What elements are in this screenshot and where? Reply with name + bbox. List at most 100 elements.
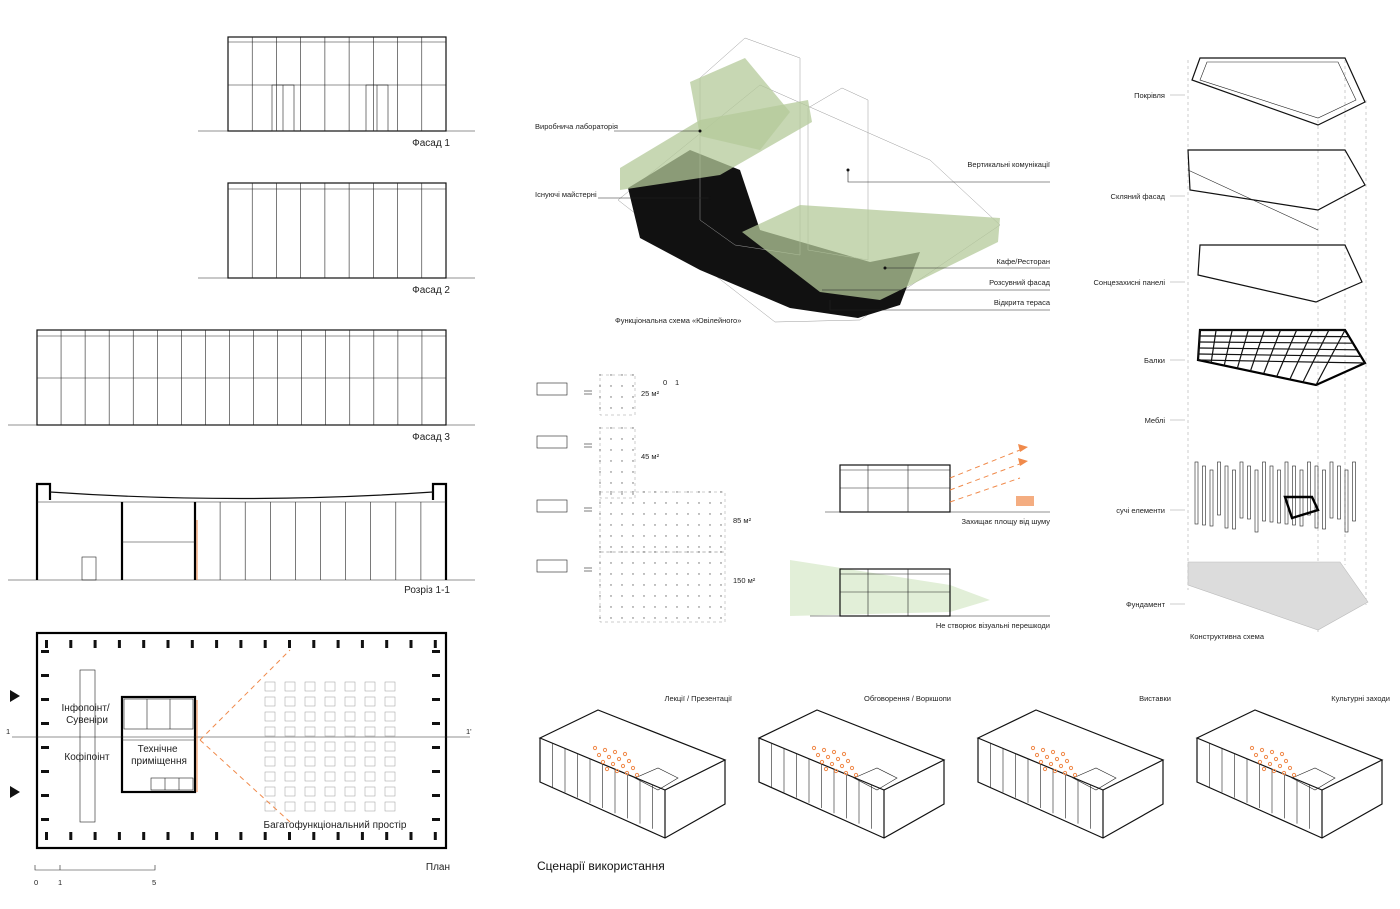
grid-point bbox=[654, 535, 656, 537]
grid-point bbox=[676, 491, 678, 493]
column bbox=[312, 640, 316, 648]
column bbox=[432, 674, 440, 677]
grid-point bbox=[665, 562, 667, 564]
grid-point bbox=[599, 551, 601, 553]
scenario-person bbox=[815, 752, 821, 758]
grid-point bbox=[621, 374, 623, 376]
grid-point bbox=[698, 595, 700, 597]
grid-point bbox=[632, 502, 634, 504]
grid-point bbox=[610, 595, 612, 597]
furniture-module bbox=[284, 771, 296, 782]
grid-point bbox=[720, 535, 722, 537]
grid-point bbox=[676, 595, 678, 597]
column bbox=[190, 832, 194, 840]
scenario-box-top bbox=[976, 709, 1165, 791]
grid-point bbox=[632, 491, 634, 493]
vertical-element bbox=[1262, 461, 1266, 522]
grid-point bbox=[676, 562, 678, 564]
column bbox=[432, 698, 440, 701]
grid-point bbox=[687, 573, 689, 575]
grid-point bbox=[621, 584, 623, 586]
grid-point bbox=[632, 407, 634, 409]
scenario-person bbox=[821, 747, 827, 753]
furniture-module bbox=[284, 696, 296, 707]
grid-point bbox=[621, 491, 623, 493]
scenario-person bbox=[1064, 758, 1070, 764]
layer-foundation: Фундамент bbox=[1126, 600, 1166, 609]
column bbox=[41, 746, 49, 749]
scenario-lectures-label: Лекції / Презентації bbox=[665, 694, 733, 703]
grid-point bbox=[632, 513, 634, 515]
grid-point bbox=[676, 513, 678, 515]
furniture-module bbox=[364, 696, 376, 707]
module-area-85: 85 м² bbox=[733, 516, 752, 525]
grid-point bbox=[632, 460, 634, 462]
exploded-axonometry: Покрівля Скляний фасад Сонцезахисні пане… bbox=[1094, 57, 1369, 641]
grid-point bbox=[621, 493, 623, 495]
grid-point bbox=[654, 513, 656, 515]
furniture-module bbox=[264, 696, 276, 707]
column bbox=[263, 640, 267, 648]
vertical-element bbox=[1232, 469, 1236, 530]
grid-point bbox=[610, 606, 612, 608]
grid-point bbox=[643, 573, 645, 575]
furniture-module bbox=[264, 756, 276, 767]
grid-point bbox=[621, 385, 623, 387]
scenario-person bbox=[825, 754, 831, 760]
scenario-person bbox=[1048, 761, 1054, 767]
furniture-module bbox=[304, 711, 316, 722]
grid-point bbox=[621, 427, 623, 429]
grid-point bbox=[709, 513, 711, 515]
scenario-person bbox=[596, 752, 602, 758]
grid-point bbox=[665, 546, 667, 548]
column bbox=[69, 640, 73, 648]
furniture-module bbox=[384, 711, 396, 722]
scenario-person bbox=[616, 756, 622, 762]
scenario-person bbox=[592, 745, 598, 751]
scenario-person bbox=[600, 759, 606, 765]
grid-point bbox=[654, 502, 656, 504]
scenario-person bbox=[1253, 752, 1259, 758]
grid-point bbox=[599, 482, 601, 484]
grid-point bbox=[687, 584, 689, 586]
grid-point bbox=[709, 546, 711, 548]
module-icon bbox=[536, 499, 568, 513]
vertical-element bbox=[1314, 465, 1319, 529]
furniture-module bbox=[364, 726, 376, 737]
grid-point bbox=[632, 427, 634, 429]
grid-point bbox=[665, 551, 667, 553]
scenario-person bbox=[634, 772, 640, 778]
grid-point bbox=[720, 617, 722, 619]
grid-point bbox=[709, 502, 711, 504]
module-area-150: 150 м² bbox=[733, 576, 756, 585]
grid-point bbox=[643, 524, 645, 526]
grid-point bbox=[665, 606, 667, 608]
scenario-box-top bbox=[538, 709, 727, 791]
column bbox=[312, 832, 316, 840]
furniture-module bbox=[264, 771, 276, 782]
grid-point bbox=[698, 617, 700, 619]
grid-point bbox=[610, 471, 612, 473]
functional-vertical-label: Вертикальні комунікації bbox=[967, 160, 1051, 169]
furniture-module bbox=[264, 681, 276, 692]
column bbox=[360, 640, 364, 648]
scenario-person bbox=[835, 756, 841, 762]
furniture-module bbox=[384, 786, 396, 797]
scenario-box-top bbox=[757, 709, 946, 791]
furniture-module bbox=[364, 786, 376, 797]
grid-point bbox=[676, 606, 678, 608]
scenario-person bbox=[1291, 772, 1297, 778]
grid-point bbox=[665, 617, 667, 619]
noise-visual-label: Не створює візуальні перешкоди bbox=[936, 621, 1050, 630]
infopoint-line-1: Інфопоінт/ bbox=[62, 702, 110, 714]
beam bbox=[1197, 359, 1366, 364]
scenario-person bbox=[630, 765, 636, 771]
scenario-person bbox=[853, 772, 859, 778]
scenario-person bbox=[1263, 754, 1269, 760]
facade-3-elevation: Фасад 3 bbox=[8, 329, 475, 443]
column bbox=[142, 640, 146, 648]
furniture-module bbox=[344, 771, 356, 782]
grid-point bbox=[665, 595, 667, 597]
module-area-45: 45 м² bbox=[641, 452, 660, 461]
grid-point bbox=[599, 460, 601, 462]
